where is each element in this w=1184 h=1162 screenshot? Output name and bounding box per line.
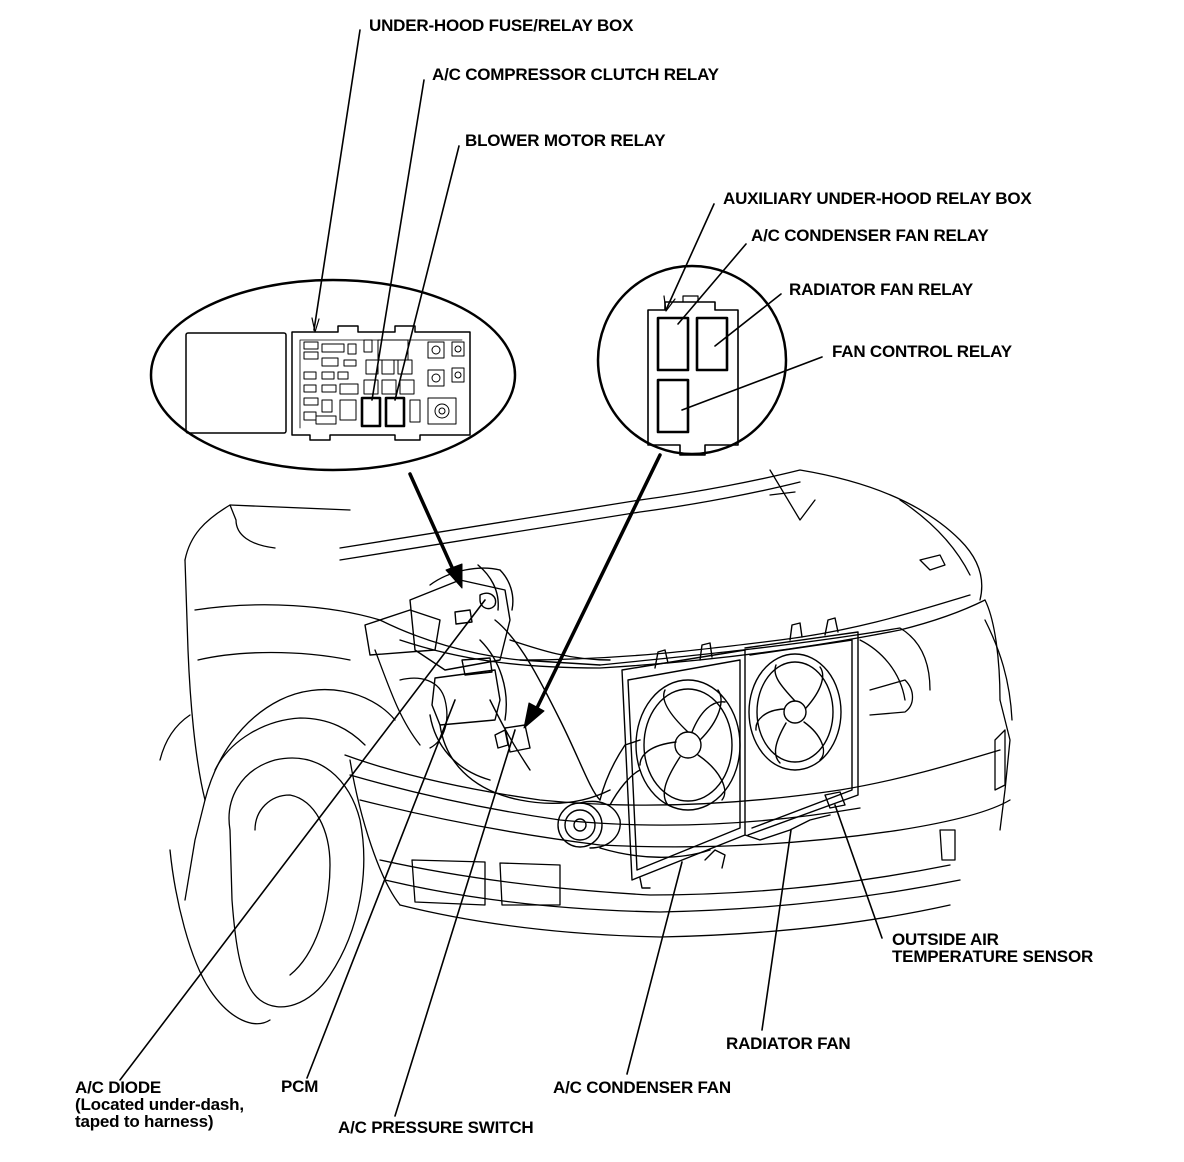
label-ac-diode-line2: (Located under-dash, [75,1095,244,1114]
label-ac-diode: A/C DIODE (Located under-dash, taped to … [75,1079,244,1130]
label-ac-compressor-clutch-relay: A/C COMPRESSOR CLUTCH RELAY [432,65,719,84]
inset-pointer-arrows [408,453,662,729]
label-ac-diode-line1: A/C DIODE [75,1078,162,1097]
auxiliary-relay-box-inset [596,264,788,456]
label-under-hood-fuse-relay-box: UNDER-HOOD FUSE/RELAY BOX [369,16,634,35]
label-ac-diode-line3: taped to harness) [75,1112,214,1131]
label-radiator-fan: RADIATOR FAN [726,1034,851,1053]
label-outside-air-temperature-sensor-line1: OUTSIDE AIR [892,930,999,949]
label-pcm: PCM [281,1077,319,1096]
fan-assembly-drawing [557,617,859,889]
label-radiator-fan-relay: RADIATOR FAN RELAY [789,280,974,299]
label-outside-air-temperature-sensor: OUTSIDE AIR TEMPERATURE SENSOR [892,931,1093,965]
engine-bay-fuse-box-drawing [364,564,611,804]
label-outside-air-temperature-sensor-line2: TEMPERATURE SENSOR [892,947,1094,966]
label-ac-pressure-switch: A/C PRESSURE SWITCH [338,1118,534,1137]
label-auxiliary-under-hood-relay-box: AUXILIARY UNDER-HOOD RELAY BOX [723,189,1032,208]
label-blower-motor-relay: BLOWER MOTOR RELAY [465,131,666,150]
label-ac-condenser-fan: A/C CONDENSER FAN [553,1078,731,1097]
label-ac-condenser-fan-relay: A/C CONDENSER FAN RELAY [751,226,989,245]
label-fan-control-relay: FAN CONTROL RELAY [832,342,1012,361]
fuse-box-inset [149,278,517,472]
vehicle-body-outline [159,469,1013,1025]
leader-lines [119,29,883,1117]
